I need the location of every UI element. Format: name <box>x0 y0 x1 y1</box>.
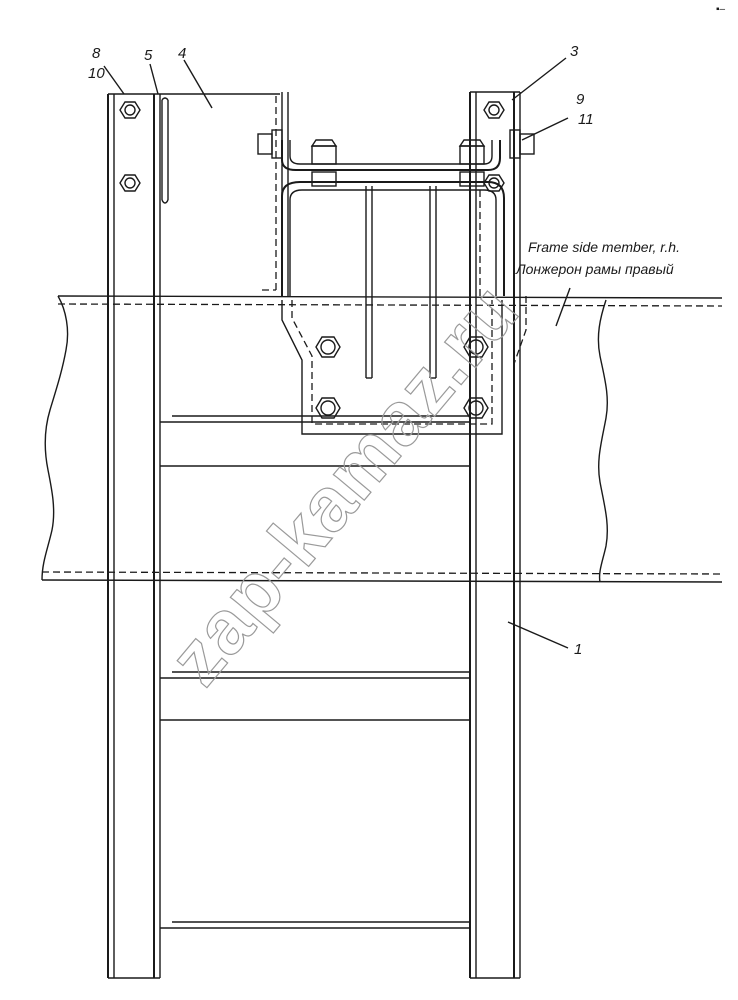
callout-3: 3 <box>570 43 579 60</box>
stringer-nut <box>119 174 141 192</box>
ladder-left-stringer <box>107 93 161 979</box>
frame-label-english: Frame side member, r.h. <box>528 239 680 255</box>
callout-1: 1 <box>574 641 582 658</box>
callout-10: 10 <box>88 65 105 82</box>
frame-side-member <box>41 295 723 583</box>
ladder-right-stringer <box>469 91 521 979</box>
stringer-nut <box>483 174 505 192</box>
callout-4: 4 <box>178 45 186 62</box>
bracket-nut <box>463 397 489 419</box>
callout-5: 5 <box>144 47 153 64</box>
watermark: zap-kamaz.ru <box>153 268 535 701</box>
callout-11: 11 <box>578 111 594 128</box>
stringer-nut <box>119 101 141 119</box>
u-bolt-clamp <box>257 129 535 379</box>
bracket-plate-4 <box>160 92 289 296</box>
bracket-nut <box>315 397 341 419</box>
callout-9: 9 <box>576 91 585 108</box>
callout-8: 8 <box>92 45 101 62</box>
leader-lines <box>103 57 571 649</box>
stringer-nut <box>483 101 505 119</box>
hanger-rod-5 <box>161 97 169 204</box>
bracket-nut <box>315 336 341 358</box>
lower-mounting-bracket <box>281 190 527 435</box>
bracket-nut <box>463 336 489 358</box>
corner-mark: ▪‒ <box>716 4 726 15</box>
frame-label-russian: Лонжерон рамы правый <box>515 261 674 277</box>
